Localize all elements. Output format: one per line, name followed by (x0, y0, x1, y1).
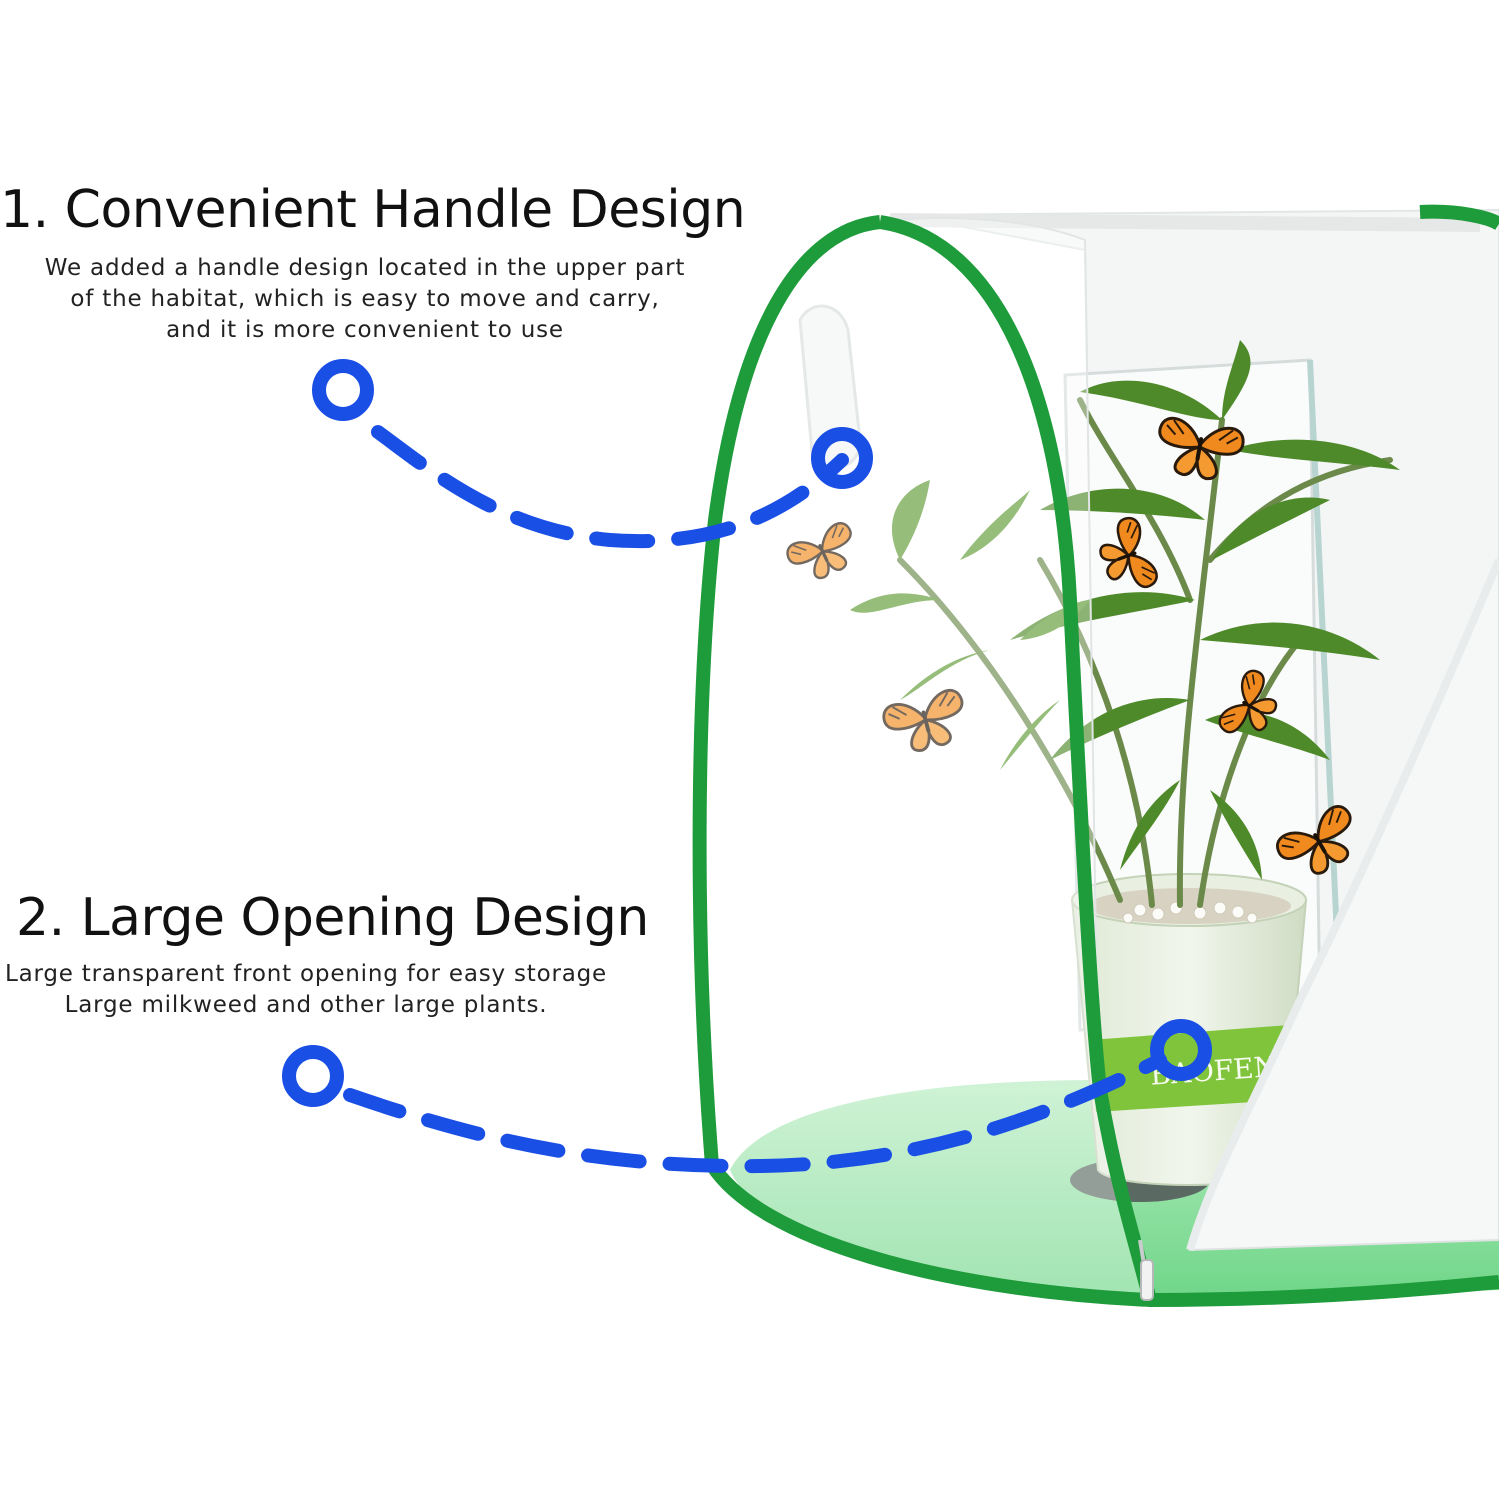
description-line: of the habitat, which is easy to move an… (70, 286, 660, 312)
description-line: We added a handle design located in the … (44, 255, 686, 281)
feature-title-opening: 2. Large Opening Design (16, 888, 649, 948)
habitat-frame-left (692, 215, 1499, 1308)
habitat-front-edge (878, 215, 1157, 1302)
ring-marker-icon (282, 1019, 1212, 1107)
description-line: Large milkweed and other large plants. (64, 992, 548, 1018)
milkweed-plant (850, 340, 1400, 908)
feature-description-handle: We added a handle design located in the … (0, 253, 730, 346)
feature-description-opening: Large transparent front opening for easy… (0, 959, 612, 1021)
zipper-pull-icon (1138, 1239, 1154, 1301)
feature-title-handle: 1. Convenient Handle Design (0, 180, 746, 240)
description-line: and it is more convenient to use (166, 317, 564, 343)
description-line: Large transparent front opening for easy… (4, 961, 607, 987)
opening-flap (1186, 558, 1499, 1252)
habitat-frame-top (1419, 204, 1499, 231)
ring-marker-icon (312, 359, 873, 489)
callout-opening (282, 1019, 1212, 1174)
callout-handle (312, 359, 873, 548)
